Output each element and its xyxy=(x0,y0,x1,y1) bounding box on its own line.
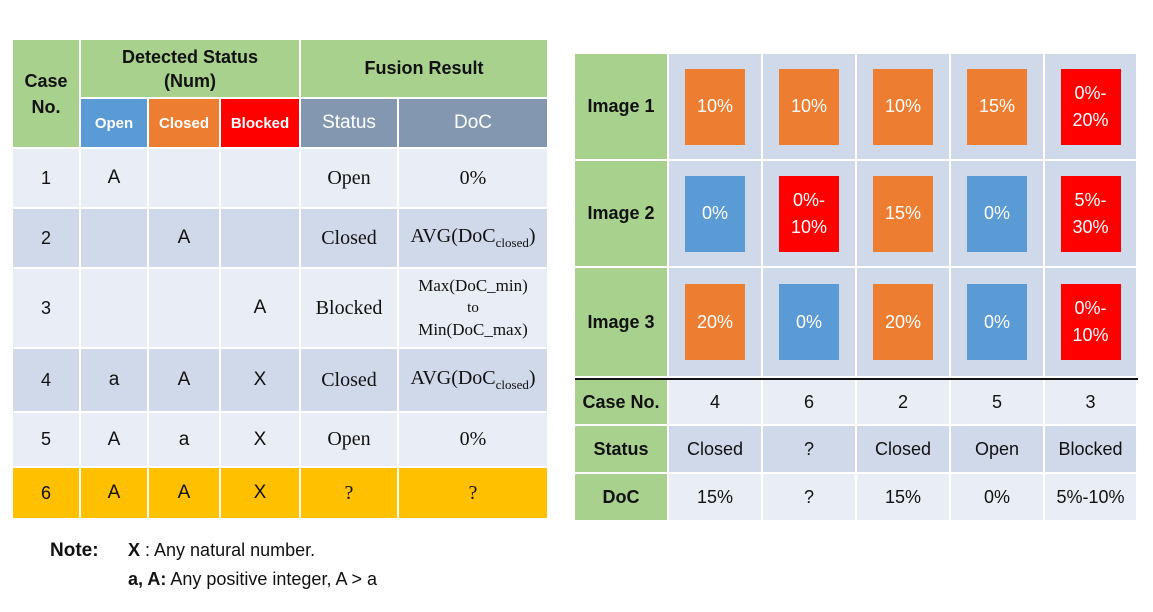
detection-box: 0% xyxy=(685,175,745,252)
doc-value: 15% xyxy=(857,474,951,522)
detection-box: 0%- 20% xyxy=(1060,68,1121,145)
fusion-doc: ? xyxy=(399,468,549,520)
fusion-doc: 0% xyxy=(399,413,549,468)
detection-box: 0% xyxy=(779,284,839,360)
case-row-label: Case No. xyxy=(575,380,669,426)
table-row: 6 A A X ? ? xyxy=(13,468,549,520)
case-row: Case No. 4 6 2 5 3 xyxy=(575,380,1138,426)
fusion-status: Open xyxy=(301,413,399,468)
case-value: 6 xyxy=(763,380,857,426)
fusion-result-header: Fusion Result xyxy=(301,40,549,99)
table-row: 5 A a X Open 0% xyxy=(13,413,549,468)
status-value: Open xyxy=(951,426,1045,474)
detection-box: 15% xyxy=(873,175,933,252)
detection-box: 5%- 30% xyxy=(1060,175,1121,252)
doc-row: DoC 15% ? 15% 0% 5%-10% xyxy=(575,474,1138,522)
fusion-status: Blocked xyxy=(301,269,399,349)
status-subheader: Status xyxy=(301,99,399,149)
fusion-status: Closed xyxy=(301,209,399,269)
table-row: 3 A Blocked Max(DoC_min) to Min(DoC_max) xyxy=(13,269,549,349)
doc-value: 15% xyxy=(669,474,763,522)
case-value: 5 xyxy=(951,380,1045,426)
table-row: 2 A Closed AVG(DoCclosed) xyxy=(13,209,549,269)
case-number: 3 xyxy=(13,269,81,349)
detection-box: 0% xyxy=(967,284,1027,360)
open-subheader: Open xyxy=(81,99,149,149)
image-row: Image 2 0% 0%- 10% 15% 0% 5%- 30% xyxy=(575,161,1138,268)
detection-box: 10% xyxy=(873,68,933,145)
open-count: A xyxy=(81,413,149,468)
fusion-doc: 0% xyxy=(399,149,549,209)
status-value: Blocked xyxy=(1045,426,1138,474)
closed-count xyxy=(149,149,221,209)
blocked-count: A xyxy=(221,269,301,349)
detection-box: 20% xyxy=(873,284,933,360)
status-value: Closed xyxy=(857,426,951,474)
case-number: 1 xyxy=(13,149,81,209)
detection-box: 0%- 10% xyxy=(779,175,839,252)
status-value: Closed xyxy=(669,426,763,474)
image-label: Image 1 xyxy=(575,54,669,161)
case-number: 5 xyxy=(13,413,81,468)
detected-status-header: Detected Status (Num) xyxy=(81,40,301,99)
detection-box: 0% xyxy=(967,175,1027,252)
fusion-status: Closed xyxy=(301,349,399,413)
case-number: 6 xyxy=(13,468,81,520)
closed-subheader: Closed xyxy=(149,99,221,149)
fusion-doc: AVG(DoCclosed) xyxy=(399,349,549,413)
case-value: 2 xyxy=(857,380,951,426)
open-count: A xyxy=(81,468,149,520)
image-row: Image 1 10% 10% 10% 15% 0%- 20% xyxy=(575,54,1138,161)
detection-box: 10% xyxy=(685,68,745,145)
open-count xyxy=(81,209,149,269)
status-value: ? xyxy=(763,426,857,474)
case-value: 3 xyxy=(1045,380,1138,426)
doc-value: 0% xyxy=(951,474,1045,522)
doc-subheader: DoC xyxy=(399,99,549,149)
note: Note:X : Any natural number. a, A: Any p… xyxy=(50,536,377,594)
closed-count: A xyxy=(149,209,221,269)
doc-value: 5%-10% xyxy=(1045,474,1138,522)
doc-row-label: DoC xyxy=(575,474,669,522)
case-number: 4 xyxy=(13,349,81,413)
open-count: A xyxy=(81,149,149,209)
detection-box: 0%- 10% xyxy=(1060,284,1121,360)
closed-count: a xyxy=(149,413,221,468)
detection-box: 15% xyxy=(967,68,1027,145)
image-label: Image 3 xyxy=(575,268,669,378)
fusion-rules-table: Case No. Detected Status (Num) Fusion Re… xyxy=(13,40,549,520)
closed-count: A xyxy=(149,349,221,413)
blocked-count xyxy=(221,149,301,209)
status-row: Status Closed ? Closed Open Blocked xyxy=(575,426,1138,474)
detection-box: 10% xyxy=(779,68,839,145)
case-no-header: Case No. xyxy=(13,40,81,149)
image-fusion-grid: Image 1 10% 10% 10% 15% 0%- 20% Image 2 … xyxy=(575,54,1138,522)
open-count: a xyxy=(81,349,149,413)
fusion-doc: AVG(DoCclosed) xyxy=(399,209,549,269)
image-row: Image 3 20% 0% 20% 0% 0%- 10% xyxy=(575,268,1138,378)
blocked-count: X xyxy=(221,413,301,468)
fusion-doc: Max(DoC_min) to Min(DoC_max) xyxy=(399,269,549,349)
detection-box: 20% xyxy=(685,284,745,360)
note-label: Note: xyxy=(50,540,99,561)
blocked-count: X xyxy=(221,468,301,520)
fusion-status: ? xyxy=(301,468,399,520)
fusion-status: Open xyxy=(301,149,399,209)
case-value: 4 xyxy=(669,380,763,426)
blocked-count xyxy=(221,209,301,269)
closed-count: A xyxy=(149,468,221,520)
table-row: 1 A Open 0% xyxy=(13,149,549,209)
blocked-count: X xyxy=(221,349,301,413)
blocked-subheader: Blocked xyxy=(221,99,301,149)
open-count xyxy=(81,269,149,349)
status-row-label: Status xyxy=(575,426,669,474)
image-label: Image 2 xyxy=(575,161,669,268)
table-row: 4 a A X Closed AVG(DoCclosed) xyxy=(13,349,549,413)
closed-count xyxy=(149,269,221,349)
doc-value: ? xyxy=(763,474,857,522)
separator-line xyxy=(575,378,1138,380)
case-number: 2 xyxy=(13,209,81,269)
